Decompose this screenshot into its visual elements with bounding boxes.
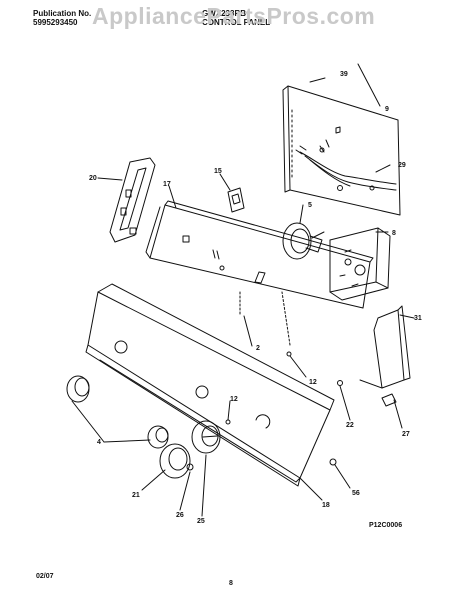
watermark: AppliancePartsPros.com <box>92 3 376 29</box>
part-25-dial <box>191 420 221 454</box>
part-4-knob-left <box>66 375 90 403</box>
publication-label: Publication No. <box>33 9 92 18</box>
part-22-screw <box>337 380 351 421</box>
callout-56: 56 <box>352 490 360 497</box>
part-26-washer <box>186 463 194 471</box>
figure-code: P12C0006 <box>369 522 403 529</box>
part-18-front-panel <box>85 283 335 487</box>
callout-15: 15 <box>214 168 222 175</box>
model-number: GWX233RB <box>202 9 247 18</box>
callout-31: 31 <box>414 315 422 322</box>
page-number: 8 <box>229 580 233 587</box>
part-21-knob-skirt <box>159 443 191 479</box>
part-20-side-bracket <box>109 157 156 243</box>
callout-39: 39 <box>340 71 348 78</box>
callout-8: 8 <box>392 230 396 237</box>
part-56-screw <box>329 458 351 489</box>
callout-2: 2 <box>256 345 260 352</box>
callout-18: 18 <box>322 502 330 509</box>
part-17-console-panel <box>145 200 374 346</box>
part-15-clip <box>227 187 245 213</box>
callout-12-center: 12 <box>230 396 238 403</box>
callout-4: 4 <box>97 439 101 446</box>
callout-29: 29 <box>398 162 406 169</box>
part-4-knob-center <box>147 425 169 449</box>
callout-25: 25 <box>197 518 205 525</box>
callout-12-right: 12 <box>309 379 317 386</box>
callout-26: 26 <box>176 512 184 519</box>
part-27-connector <box>381 393 403 429</box>
part-9-cover-panel <box>282 85 401 216</box>
callout-20: 20 <box>89 175 97 182</box>
callout-27: 27 <box>402 431 410 438</box>
part-31-end-bracket <box>359 305 411 389</box>
part-29-wire-harness <box>295 139 397 191</box>
footer-date: 02/07 <box>36 573 54 580</box>
callout-22: 22 <box>346 422 354 429</box>
part-8-timer <box>329 227 391 301</box>
callout-9: 9 <box>385 106 389 113</box>
callout-5: 5 <box>308 202 312 209</box>
section-title: CONTROL PANEL <box>202 18 271 27</box>
callout-21: 21 <box>132 492 140 499</box>
publication-number: 5995293450 <box>33 18 78 27</box>
part-5-selector-switch <box>282 222 325 260</box>
callout-17: 17 <box>163 181 171 188</box>
